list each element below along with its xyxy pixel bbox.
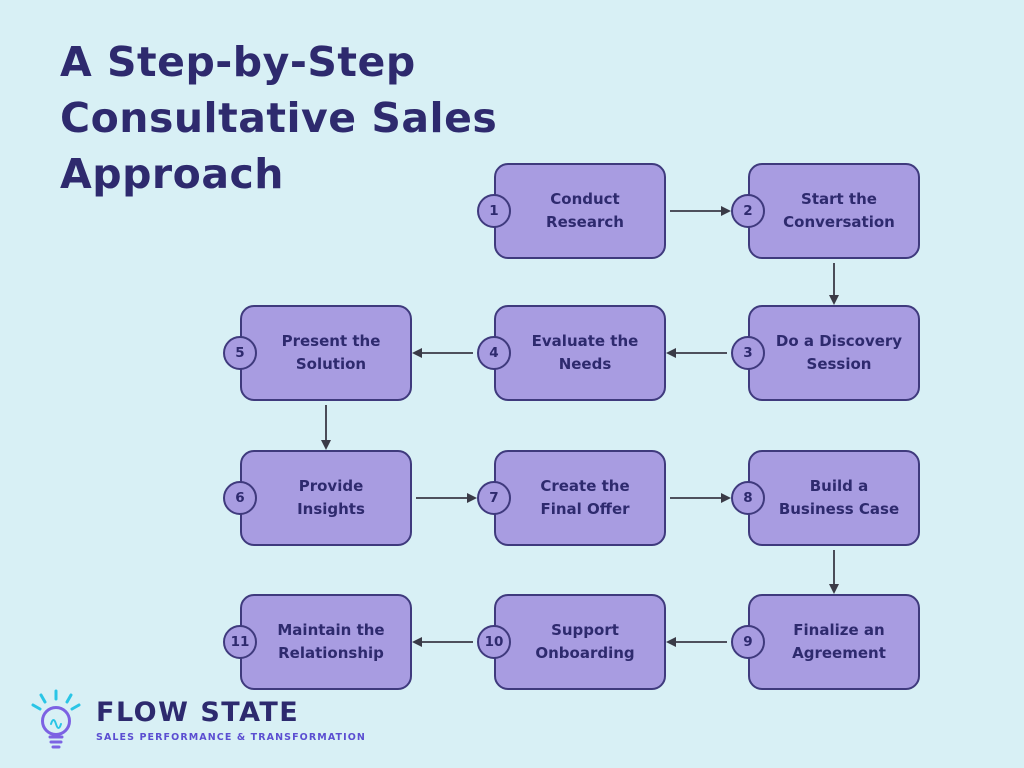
step-box-3: 3 Do a Discovery Session <box>731 305 920 401</box>
title-line-3: Approach <box>60 150 284 198</box>
brand-name: FLOW STATE <box>96 697 300 728</box>
step-label: Create the Final Offer <box>540 477 630 518</box>
step-number-badge: 10 <box>477 625 511 659</box>
step-box-5: 5 Present the Solution <box>223 305 412 401</box>
step-label: Do a Discovery Session <box>775 332 903 373</box>
step-label: Maintain the Relationship <box>277 621 385 662</box>
brand-tagline: SALES PERFORMANCE & TRANSFORMATION <box>96 732 366 743</box>
step-box-7: 7 Create the Final Offer <box>477 450 666 546</box>
step-label: Start the Conversation <box>783 190 895 231</box>
lightbulb-icon <box>31 689 81 749</box>
step-box-6: 6 Provide Insights <box>223 450 412 546</box>
step-number-badge: 4 <box>477 336 511 370</box>
step-box-4: 4 Evaluate the Needs <box>477 305 666 401</box>
step-number-badge: 2 <box>731 194 765 228</box>
step-box-1: 1 Conduct Research <box>477 163 666 259</box>
step-number-badge: 3 <box>731 336 765 370</box>
step-box-11: 11 Maintain the Relationship <box>223 594 412 690</box>
step-label: Build a Business Case <box>778 477 900 518</box>
step-label: Finalize an Agreement <box>792 621 886 662</box>
step-label: Provide Insights <box>297 477 365 518</box>
step-box-10: 10 Support Onboarding <box>477 594 666 690</box>
step-label: Support Onboarding <box>535 621 635 662</box>
step-box-9: 9 Finalize an Agreement <box>731 594 920 690</box>
step-box-2: 2 Start the Conversation <box>731 163 920 259</box>
step-number-badge: 7 <box>477 481 511 515</box>
step-number-badge: 5 <box>223 336 257 370</box>
step-label: Conduct Research <box>546 190 624 231</box>
step-number-badge: 11 <box>223 625 257 659</box>
brand-text: FLOW STATE SALES PERFORMANCE & TRANSFORM… <box>96 697 366 743</box>
brand-logo: FLOW STATE SALES PERFORMANCE & TRANSFORM… <box>28 688 366 752</box>
step-number-badge: 8 <box>731 481 765 515</box>
step-box-8: 8 Build a Business Case <box>731 450 920 546</box>
page-title: A Step-by-Step Consultative Sales Approa… <box>60 34 497 202</box>
step-number-badge: 9 <box>731 625 765 659</box>
step-label: Evaluate the Needs <box>531 332 639 373</box>
step-label: Present the Solution <box>281 332 381 373</box>
step-number-badge: 6 <box>223 481 257 515</box>
step-number-badge: 1 <box>477 194 511 228</box>
title-line-2: Consultative Sales <box>60 94 498 142</box>
title-line-1: A Step-by-Step <box>60 38 416 86</box>
